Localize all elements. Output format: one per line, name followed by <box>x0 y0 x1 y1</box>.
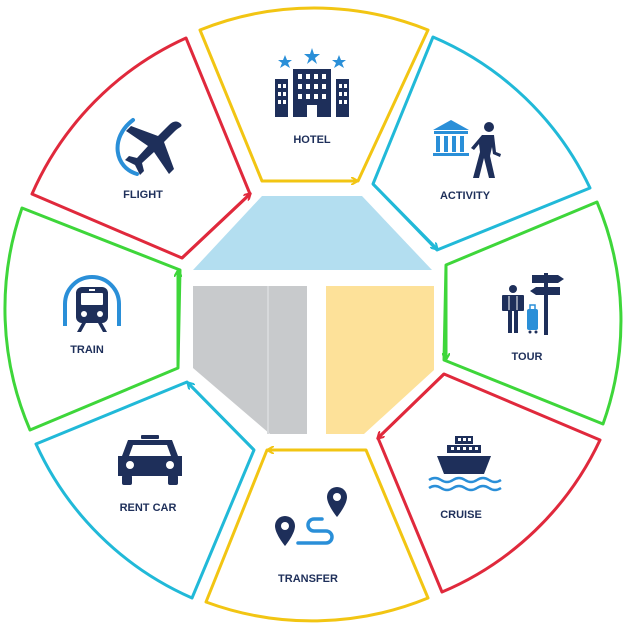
segment-border-hotel <box>198 6 430 183</box>
arrow-activity-to-tour <box>371 182 437 249</box>
segment-border-flight <box>30 36 252 260</box>
arrow-rentcar-to-train <box>188 383 256 452</box>
tour-icon <box>502 273 564 335</box>
segment-border-train <box>3 206 182 432</box>
segment-border-rentcar <box>34 380 256 600</box>
train-icon <box>63 275 121 332</box>
outer-ring <box>3 6 623 623</box>
cruise-label: CRUISE <box>440 509 482 521</box>
cruise-icon <box>428 436 502 492</box>
tour-label: TOUR <box>512 351 543 363</box>
house-roof <box>193 196 432 270</box>
activity-label: ACTIVITY <box>440 190 491 202</box>
car-icon <box>118 435 182 485</box>
house-wall-right <box>326 286 434 434</box>
transfer-icon <box>275 487 347 546</box>
arrow-cruise-to-transfer <box>378 372 446 438</box>
transfer-label: TRANSFER <box>278 573 338 585</box>
flight-label: FLIGHT <box>123 189 163 201</box>
hotel-label: HOTEL <box>293 134 331 146</box>
train-label: TRAIN <box>70 344 104 356</box>
segment-border-cruise <box>376 372 602 594</box>
segment-border-transfer <box>204 448 430 623</box>
airplane-icon <box>115 118 182 176</box>
center-house <box>193 196 434 434</box>
rentcar-label: RENT CAR <box>120 502 177 514</box>
segment-border-tour <box>442 200 623 426</box>
hotel-icon <box>275 48 349 117</box>
arrow-flight-to-hotel <box>180 194 250 260</box>
segment-border-activity <box>371 35 592 252</box>
activity-icon <box>433 120 501 178</box>
house-wall-left <box>193 286 307 434</box>
